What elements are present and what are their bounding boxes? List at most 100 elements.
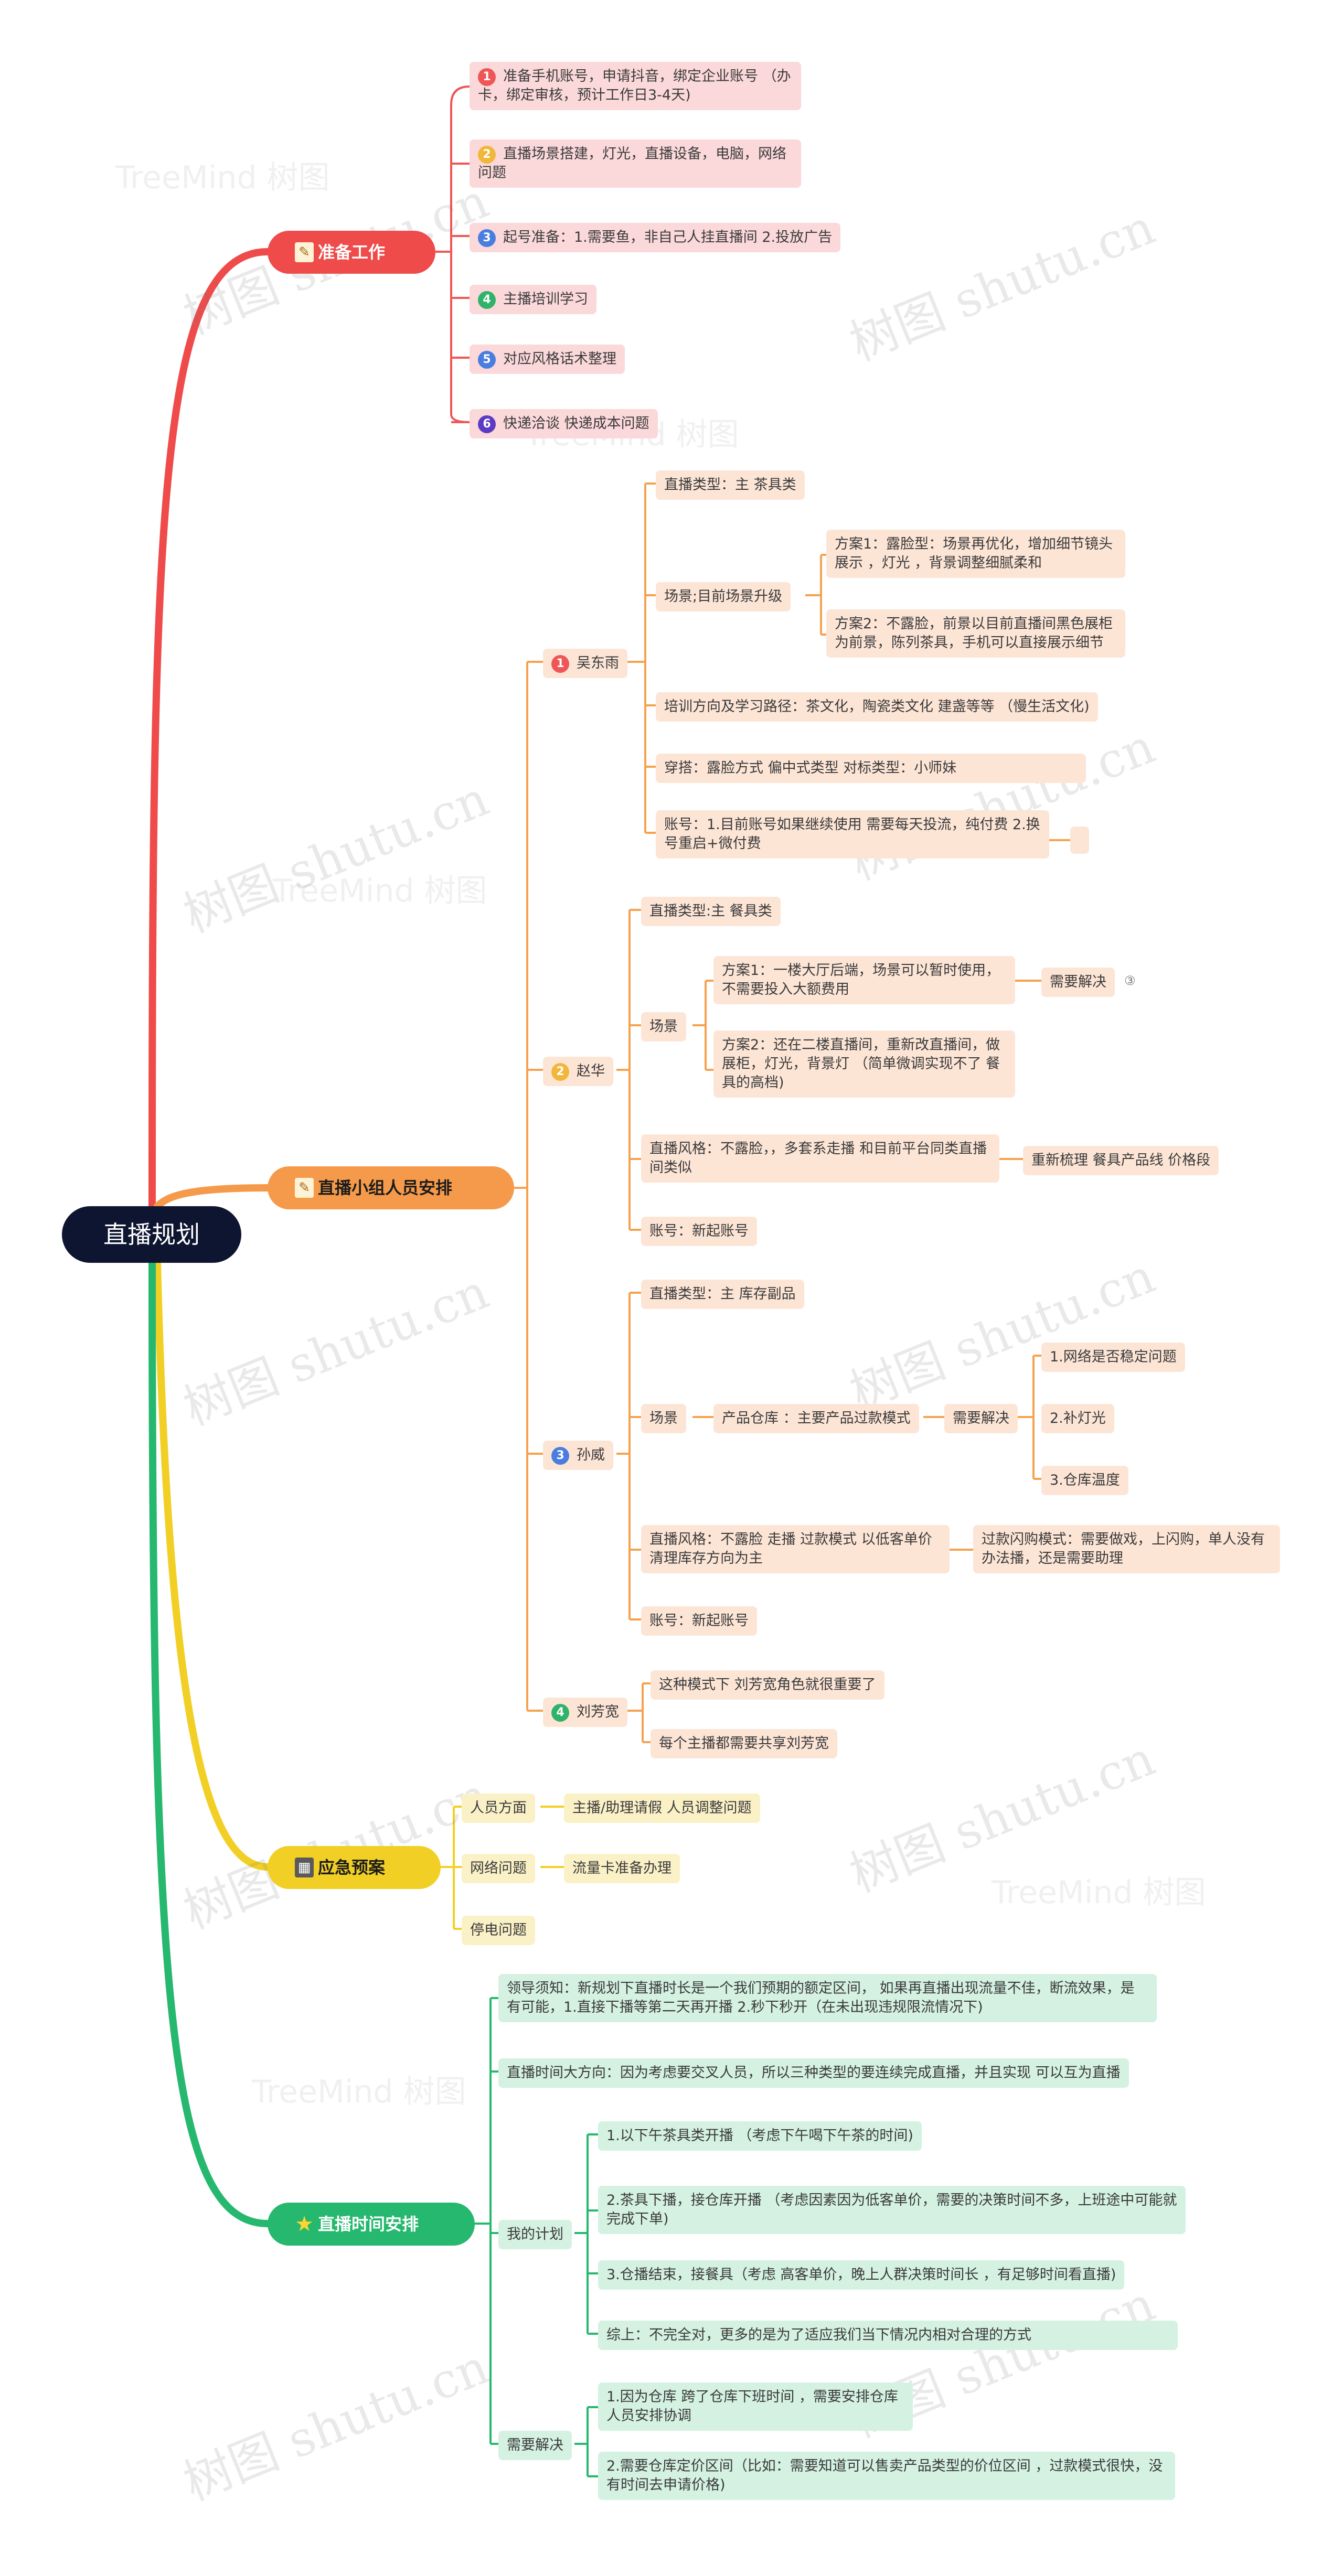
emergency-item-network[interactable]: 网络问题 — [462, 1854, 535, 1883]
schedule-need-label[interactable]: 需要解决 — [498, 2431, 572, 2460]
member-2-scene[interactable]: 场景 — [641, 1012, 686, 1042]
checklist-icon: ✎ — [295, 242, 314, 262]
member-3-type[interactable]: 直播类型：主 库存副品 — [641, 1280, 804, 1309]
member-4-note-2[interactable]: 每个主播都需要共享刘芳宽 — [651, 1729, 837, 1758]
connector-team-members — [514, 661, 543, 1712]
member-3-style[interactable]: 直播风格：不露脸 走播 过款模式 以低客单价 清理库存方向为主 — [641, 1525, 950, 1573]
member-3-need-2[interactable]: 2.补灯光 — [1041, 1404, 1114, 1433]
schedule-plan-1[interactable]: 1.以下午茶具类开播 （考虑下午喝下午茶的时间) — [598, 2121, 922, 2151]
branch-emergency[interactable]: ▦ 应急预案 — [268, 1846, 441, 1889]
number-badge: 4 — [551, 1703, 569, 1722]
connector-member2 — [616, 909, 1041, 1231]
member-3[interactable]: 3 孙威 — [543, 1441, 613, 1470]
member-4-note-1[interactable]: 这种模式下 刘芳宽角色就很重要了 — [651, 1670, 884, 1700]
number-badge: 1 — [478, 68, 496, 86]
connector-member1 — [622, 482, 1070, 841]
member-1-account-note[interactable] — [1070, 827, 1089, 854]
star-icon: ★ — [295, 2212, 314, 2236]
schedule-need-1[interactable]: 1.因为仓库 跨了仓库下班时间 ，需要安排仓库人员安排协调 — [598, 2382, 913, 2431]
connector-root-team — [154, 1184, 271, 1210]
member-name: 孙威 — [577, 1447, 605, 1463]
member-2-need[interactable]: 需要解决 — [1041, 968, 1115, 997]
member-1-scene[interactable]: 场景;目前场景升级 — [656, 582, 791, 611]
prep-item-text: 直播场景搭建，灯光，直播设备，电脑，网络问题 — [478, 146, 786, 181]
member-3-need-3[interactable]: 3.仓库温度 — [1041, 1466, 1128, 1495]
member-2-plan-1[interactable]: 方案1：一楼大厅后端，场景可以暂时使用，不需要投入大额费用 — [713, 956, 1015, 1004]
connector-root-prep — [148, 248, 271, 1210]
branch-schedule[interactable]: ★ 直播时间安排 — [268, 2203, 475, 2246]
member-1-type[interactable]: 直播类型：主 茶具类 — [656, 470, 805, 500]
collapse-count-badge[interactable]: ③ — [1124, 973, 1136, 988]
connector-schedule-items — [475, 1997, 598, 2477]
member-name: 刘芳宽 — [577, 1704, 619, 1720]
number-badge: 5 — [478, 350, 496, 369]
connector-member4 — [627, 1682, 651, 1743]
prep-item-text: 主播培训学习 — [503, 291, 588, 307]
emergency-item-personnel[interactable]: 人员方面 — [462, 1794, 535, 1823]
member-2-style[interactable]: 直播风格：不露脸，，多套系走播 和目前平台同类直播间类似 — [641, 1134, 999, 1183]
schedule-plan-2[interactable]: 2.茶具下播，接仓库开播 （考虑因素因为低客单价，需要的决策时间不多，上班途中可… — [598, 2186, 1186, 2234]
connector-member3 — [616, 1292, 1041, 1620]
member-2-style-note[interactable]: 重新梳理 餐具产品线 价格段 — [1023, 1146, 1219, 1175]
number-badge: 2 — [478, 145, 496, 164]
schedule-need-2[interactable]: 2.需要仓库定价区间（比如：需要知道可以售卖产品类型的价位区间 ，过款模式很快，… — [598, 2452, 1175, 2500]
prep-item-text: 快递洽谈 快递成本问题 — [503, 415, 649, 432]
connector-root-schedule — [148, 1259, 271, 2227]
branch-team[interactable]: ✎ 直播小组人员安排 — [268, 1166, 514, 1209]
member-3-scene[interactable]: 场景 — [641, 1404, 686, 1433]
member-3-warehouse[interactable]: 产品仓库 ：主要产品过款模式 — [713, 1404, 919, 1433]
prep-item-text: 对应风格话术整理 — [503, 351, 616, 367]
emergency-item-personnel-detail[interactable]: 主播/助理请假 人员调整问题 — [564, 1794, 760, 1823]
schedule-plan-label[interactable]: 我的计划 — [498, 2220, 572, 2249]
branch-team-label: 直播小组人员安排 — [318, 1178, 453, 1198]
prep-item-6[interactable]: 6 快递洽谈 快递成本问题 — [470, 409, 658, 438]
branch-prep-label: 准备工作 — [318, 242, 386, 262]
member-3-need[interactable]: 需要解决 — [944, 1404, 1018, 1433]
branch-emergency-label: 应急预案 — [318, 1858, 386, 1877]
calculator-icon: ▦ — [295, 1858, 314, 1877]
member-name: 吴东雨 — [577, 655, 619, 671]
member-2-plan-2[interactable]: 方案2：还在二楼直播间，重新改直播间，做展柜，灯光，背景灯 （简单微调实现不了 … — [713, 1031, 1015, 1098]
member-name: 赵华 — [577, 1063, 605, 1079]
member-1-plan-2[interactable]: 方案2：不露脸，前景以目前直播间黑色展柜为前景，陈列茶具，手机可以直接展示细节 — [826, 609, 1125, 658]
number-badge: 2 — [551, 1062, 569, 1081]
member-2[interactable]: 2 赵华 — [543, 1057, 613, 1086]
member-1[interactable]: 1 吴东雨 — [543, 649, 627, 678]
member-3-need-1[interactable]: 1.网络是否稳定问题 — [1041, 1343, 1185, 1372]
prep-item-4[interactable]: 4 主播培训学习 — [470, 285, 596, 314]
number-badge: 3 — [551, 1446, 569, 1465]
emergency-item-power[interactable]: 停电问题 — [462, 1916, 535, 1945]
schedule-plan-4[interactable]: 综上：不完全对，更多的是为了适应我们当下情况内相对合理的方式 — [598, 2321, 1178, 2350]
root-topic[interactable]: 直播规划 — [62, 1206, 241, 1263]
checklist-icon: ✎ — [295, 1178, 314, 1198]
number-badge: 3 — [478, 229, 496, 247]
number-badge: 6 — [478, 415, 496, 433]
member-1-outfit[interactable]: 穿搭：露脸方式 偏中式类型 对标类型：小师妹 — [656, 754, 1086, 783]
number-badge: 1 — [551, 654, 569, 673]
prep-item-3[interactable]: 3 起号准备：1.需要鱼，非自己人挂直播间 2.投放广告 — [470, 223, 841, 252]
branch-prep[interactable]: ✎ 准备工作 — [268, 231, 435, 274]
connector-emergency-items — [441, 1806, 564, 1930]
schedule-notice[interactable]: 领导须知：新规划下直播时长是一个我们预期的额定区间， 如果再直播出现流量不佳，断… — [498, 1974, 1157, 2022]
connector-prep-items — [435, 85, 470, 423]
schedule-direction[interactable]: 直播时间大方向：因为考虑要交叉人员，所以三种类型的要连续完成直播，并且实现 可以… — [498, 2058, 1129, 2088]
member-1-training[interactable]: 培训方向及学习路径：茶文化，陶瓷类文化 建盏等等 （慢生活文化) — [656, 692, 1098, 722]
emergency-item-network-detail[interactable]: 流量卡准备办理 — [564, 1854, 680, 1883]
member-1-account[interactable]: 账号：1.目前账号如果继续使用 需要每天投流，纯付费 2.换号重启+微付费 — [656, 810, 1049, 858]
need-label: 需要解决 — [1050, 974, 1106, 990]
member-2-type[interactable]: 直播类型:主 餐具类 — [641, 897, 781, 926]
branch-schedule-label: 直播时间安排 — [318, 2214, 419, 2234]
prep-item-5[interactable]: 5 对应风格话术整理 — [470, 345, 625, 374]
member-3-style-note[interactable]: 过款闪购模式：需要做戏，上闪购，单人没有办法播，还是需要助理 — [973, 1525, 1280, 1573]
member-4[interactable]: 4 刘芳宽 — [543, 1698, 627, 1727]
member-1-plan-1[interactable]: 方案1：露脸型：场景再优化，增加细节镜头展示 ，灯光 ，背景调整细腻柔和 — [826, 530, 1125, 578]
member-3-account[interactable]: 账号：新起账号 — [641, 1606, 757, 1636]
number-badge: 4 — [478, 291, 496, 309]
prep-item-text: 起号准备：1.需要鱼，非自己人挂直播间 2.投放广告 — [503, 229, 833, 245]
member-2-account[interactable]: 账号：新起账号 — [641, 1217, 757, 1246]
connector-root-emergency — [154, 1259, 271, 1871]
schedule-plan-3[interactable]: 3.仓播结束，接餐具（考虑 高客单价，晚上人群决策时间长 ，有足够时间看直播) — [598, 2260, 1125, 2290]
